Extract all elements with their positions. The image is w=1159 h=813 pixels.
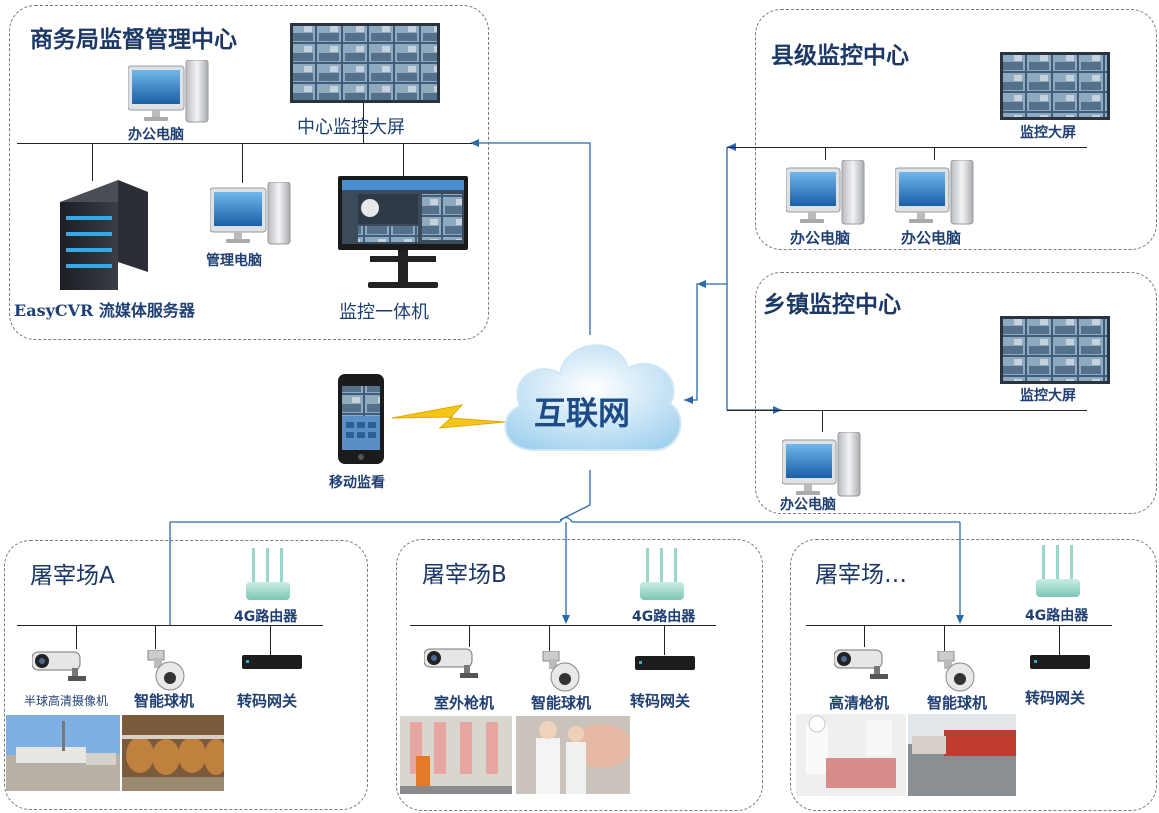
zone-slaughter-c-title: 屠宰场…: [815, 562, 907, 588]
town-pc-icon: [782, 432, 862, 498]
zone-slaughter-a: [4, 540, 368, 810]
bus-drop: [155, 625, 156, 649]
router-a-label: 4G路由器: [234, 609, 298, 625]
internet-label: 互联网: [534, 394, 631, 432]
zone-county-title: 县级监控中心: [771, 43, 909, 69]
bus-drop: [270, 625, 271, 655]
county-bus: [727, 147, 1087, 148]
zone-slaughter-a-title: 屠宰场A: [30, 563, 115, 589]
zone-commerce: [9, 5, 489, 340]
bus-drop: [944, 625, 945, 651]
zone-slaughter-b: [396, 539, 763, 811]
gateway-a-icon: [242, 655, 302, 671]
camera-c2-label: 智能球机: [927, 694, 988, 712]
zone-town: [755, 272, 1157, 514]
monitor-kiosk-label: 监控一体机: [339, 302, 429, 323]
router-b-label: 4G路由器: [632, 609, 696, 625]
gateway-b-label: 转码网关: [630, 692, 691, 710]
bus-drop: [934, 147, 935, 160]
gateway-b-icon: [635, 656, 695, 672]
bus-drop: [76, 625, 77, 649]
router-a-icon: [246, 548, 290, 604]
photo-a1: [6, 715, 120, 791]
bus-drop: [242, 143, 243, 183]
camera-c1-label: 高清枪机: [829, 694, 890, 712]
gateway-a-label: 转码网关: [237, 692, 298, 710]
bus-drop: [864, 625, 865, 647]
county-pc1-label: 办公电脑: [790, 229, 851, 247]
county-pc2-label: 办公电脑: [901, 229, 962, 247]
bus-drop: [92, 143, 93, 181]
bus-drop: [664, 625, 665, 655]
bus-drop: [549, 625, 550, 651]
zone-town-title: 乡镇监控中心: [763, 292, 901, 318]
bullet-camera-a-icon: [32, 648, 92, 684]
camera-b2-label: 智能球机: [531, 694, 592, 712]
bus-drop: [825, 147, 826, 160]
town-video-wall-icon: [1000, 316, 1110, 384]
video-wall-label: 中心监控大屏: [297, 117, 405, 138]
management-pc-icon: [210, 182, 292, 248]
camera-a1-label: 半球高清摄像机: [24, 694, 109, 708]
bus-b: [410, 625, 716, 626]
county-video-wall-icon: [1000, 52, 1110, 120]
town-pc-label: 办公电脑: [780, 497, 836, 513]
county-pc2-icon: [895, 160, 975, 226]
router-b-icon: [640, 548, 684, 604]
zone-slaughter-c: [790, 539, 1157, 811]
bus-drop: [403, 143, 404, 176]
county-pc1-icon: [786, 160, 866, 226]
photo-c2: [908, 714, 1016, 796]
bus-drop: [1059, 625, 1060, 655]
gateway-c-icon: [1030, 655, 1090, 671]
bullet-camera-b-icon: [424, 645, 484, 681]
zone-commerce-title: 商务局监督管理中心: [30, 27, 237, 53]
bus-c: [806, 625, 1112, 626]
camera-b1-label: 室外枪机: [434, 694, 495, 712]
photo-a2: [122, 715, 224, 791]
video-wall-icon: [290, 23, 440, 103]
town-bus: [727, 410, 1087, 411]
router-c-label: 4G路由器: [1025, 608, 1089, 624]
photo-b1: [400, 716, 512, 794]
mobile-phone-icon: [338, 374, 384, 464]
commerce-bus: [17, 143, 472, 144]
dome-camera-a-icon: [146, 650, 190, 692]
management-pc-label: 管理电脑: [206, 253, 262, 269]
office-pc-icon: [128, 60, 210, 128]
gateway-c-label: 转码网关: [1025, 689, 1086, 707]
bus-drop: [363, 103, 364, 143]
zone-county: [755, 9, 1157, 250]
dome-camera-c-icon: [936, 651, 980, 693]
server-label: EasyCVR 流媒体服务器: [14, 301, 195, 320]
dome-camera-b-icon: [541, 651, 585, 693]
bus-a: [17, 625, 323, 626]
monitor-kiosk-icon: [338, 176, 468, 294]
router-c-icon: [1036, 545, 1080, 601]
bus-drop: [822, 410, 823, 432]
server-icon: [60, 180, 150, 292]
bullet-camera-c-icon: [834, 646, 894, 682]
zone-slaughter-b-title: 屠宰场B: [422, 562, 507, 588]
county-screen-label: 监控大屏: [1020, 125, 1076, 141]
office-pc-label: 办公电脑: [128, 127, 184, 143]
camera-a2-label: 智能球机: [134, 692, 195, 710]
photo-b2: [516, 716, 630, 794]
bus-drop: [469, 625, 470, 647]
town-screen-label: 监控大屏: [1020, 388, 1076, 404]
internet-cloud-icon: [494, 332, 686, 470]
photo-c1: [796, 714, 906, 796]
mobile-label: 移动监看: [329, 475, 385, 491]
